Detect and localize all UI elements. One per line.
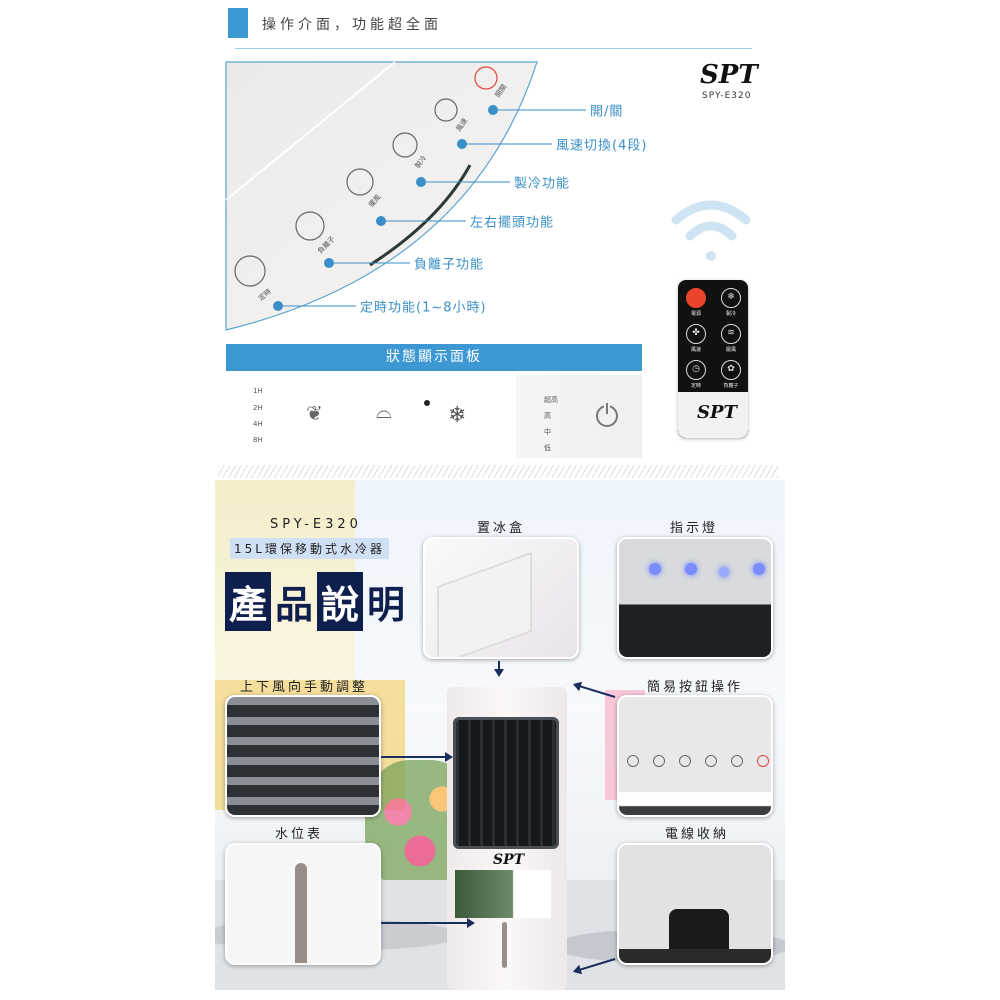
section-separator [218,465,778,478]
remote-logo: SPT [697,402,737,423]
speed-high: 高 [544,412,551,420]
remote-label: 電源 [690,311,701,317]
cooler-sticker [455,870,551,918]
indicator-light [649,563,661,575]
photo-indicator-lights [617,537,773,659]
fan-icon: ✤ [686,324,706,344]
product-subtitle: 15L環保移動式水冷器 [230,538,389,559]
model-number: SPY-E320 [702,91,752,101]
callout-power: 開/關 [590,104,624,120]
ion-icon: ✿ [721,360,741,380]
photo-louver [225,695,381,817]
product-model: SPY-E320 [270,517,362,532]
speed-mid: 中 [544,428,551,436]
label-louver: 上下風向手動調整 [240,680,369,695]
callout-speed: 風速切換(4段) [556,138,648,154]
wireless-signal-icon [671,200,751,261]
remote-control: 電源 ❄ 製冷 ✤ 風速 ≋ 擺風 ◷ 定時 ✿ 負離子 SPT [678,280,748,438]
photo-cord-storage [617,843,773,965]
panel-buttons [234,66,498,287]
timer-4h: 4H [253,420,263,428]
panel-ion-button [295,211,325,241]
remote-power-button [686,288,706,308]
timer-8h: 8H [253,436,263,444]
heading-char: 產 [225,572,272,631]
speed-super-high: 超高 [544,396,558,404]
panel-speed-button [434,98,458,122]
speed-panel [516,375,642,458]
heading-char: 品 [275,583,314,627]
clock-icon: ◷ [686,360,706,380]
timer-1h: 1H [253,387,263,395]
product-scene: SPY-E320 15L環保移動式水冷器 產 品 說 明 置冰盒 指示燈 上下風… [215,480,785,990]
panel-cool-button [392,132,418,158]
callout-ion: 負離子功能 [414,257,485,273]
water-gauge-closeup [295,863,307,963]
callout-cool: 製冷功能 [514,176,571,192]
spt-logo: SPT [700,60,758,90]
label-ice-box: 置冰盒 [477,521,526,536]
cord-slot [669,909,729,949]
label-buttons: 簡易按鈕操作 [647,680,744,695]
remote-label: 製冷 [725,311,736,317]
divider [235,48,752,49]
panel-power-button [474,66,498,90]
photo-water-level [225,843,381,965]
label-cord-storage: 電線收納 [665,827,730,842]
indicator-light [753,563,765,575]
remote-label: 負離子 [723,383,739,389]
ice-box [437,551,532,657]
button-row [627,755,769,767]
swing-icon: ≋ [721,324,741,344]
arrow-ice-box [498,661,500,675]
section-title: 操作介面，功能超全面 [262,17,442,33]
snowflake-icon: ❄ [721,288,741,308]
label-water-level: 水位表 [275,827,324,842]
water-gauge [502,922,507,968]
product-heading: 產 品 說 明 [225,572,405,631]
panel-timer-button [234,255,266,287]
cooler-logo: SPT [493,852,525,868]
heading-char: 說 [317,572,364,631]
indicator-light [685,563,697,575]
snowflake-icon: ❄ [448,403,467,428]
indicator-dot [424,400,430,406]
leaf-icon: ❦ [306,401,323,425]
remote-label: 風速 [690,347,701,353]
photo-ice-box [423,537,579,659]
control-panel-photo [225,61,586,331]
air-cooler: SPT [447,687,567,990]
heading-char: 明 [367,583,406,627]
panel-swing-button [346,168,374,196]
status-panel-title: 狀態顯示面板 [226,344,642,371]
arrow-louver [381,752,453,762]
callout-swing: 左右擺頭功能 [470,215,555,231]
status-display-panel: 1H 2H 4H 8H ❦ ⌓ ❄ 超高 高 中 低 [226,375,642,458]
arrow-water-level [381,918,475,928]
speed-low: 低 [544,444,551,452]
swing-icon: ⌓ [376,399,392,423]
remote-base [678,392,748,438]
power-icon [596,403,618,427]
remote-label: 擺風 [725,347,736,353]
timer-2h: 2H [253,404,263,412]
indicator-light [719,567,729,577]
label-indicator: 指示燈 [670,521,719,536]
callout-leaders [273,105,586,311]
header-accent [228,8,248,38]
remote-label: 定時 [690,383,701,389]
cooler-grille [453,717,559,849]
callout-timer: 定時功能(1~8小時) [360,300,487,316]
cord-base [619,949,771,963]
photo-buttons [617,695,773,817]
